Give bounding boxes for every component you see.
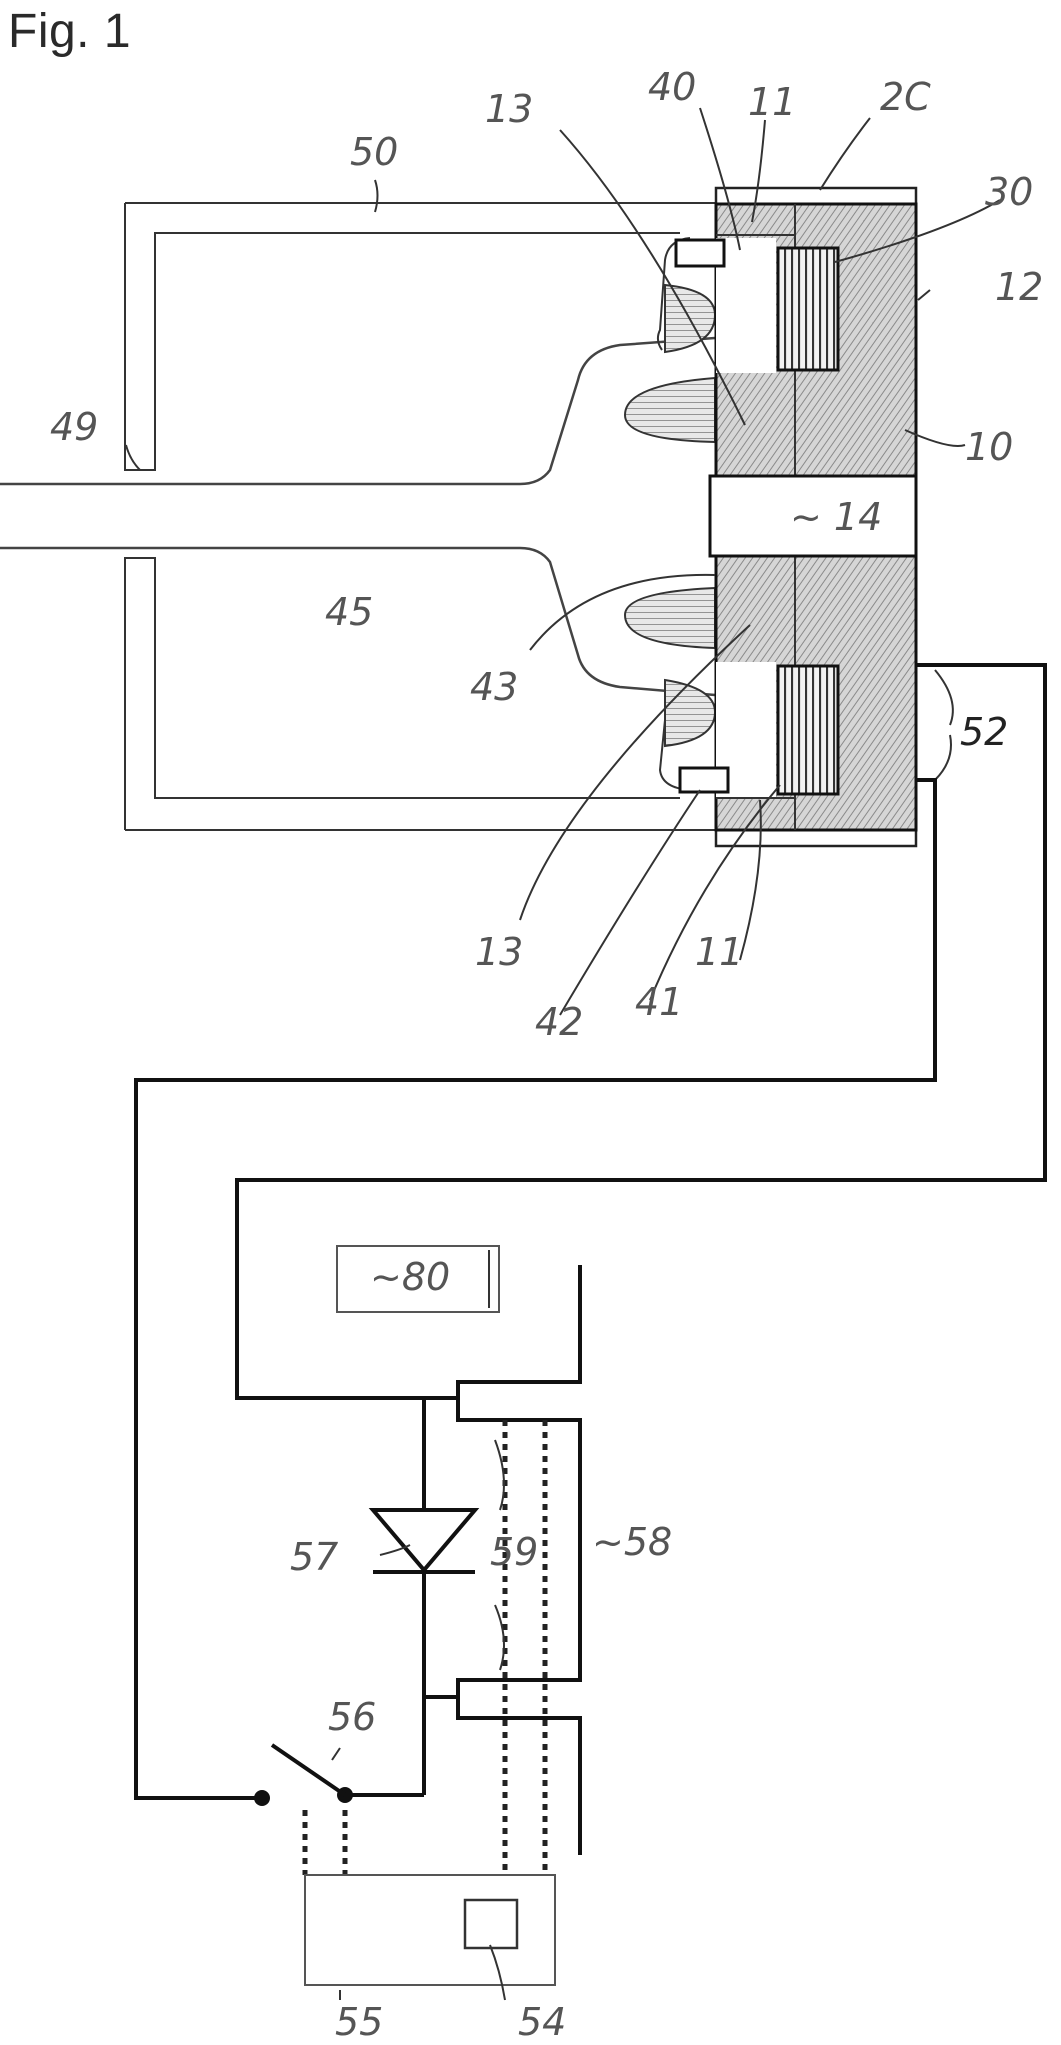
cap-plate-top — [714, 186, 918, 206]
label-50: 50 — [350, 130, 398, 174]
label-40: 40 — [648, 65, 696, 109]
label-57: 57 — [290, 1535, 338, 1579]
label-56: 56 — [328, 1695, 376, 1739]
label-11-bottom: 11 — [695, 930, 743, 974]
label-58: ~58 — [592, 1520, 672, 1564]
housing-frame-lower — [124, 557, 715, 831]
label-14: ~ 14 — [790, 495, 882, 539]
switch-contact-left — [254, 1790, 270, 1806]
housing-frame-outer — [124, 202, 715, 471]
fin-lobe-4 — [664, 678, 717, 748]
label-41: 41 — [635, 980, 683, 1024]
box-80 — [336, 1245, 500, 1313]
label-49: 49 — [50, 405, 98, 449]
figure-title: Fig. 1 — [8, 5, 132, 58]
label-45: 45 — [325, 590, 373, 634]
label-13-top: 13 — [485, 87, 533, 131]
shaft-lower-edge — [0, 546, 716, 697]
coil-lower — [776, 664, 840, 796]
coil-upper — [776, 246, 840, 372]
label-55: 55 — [335, 2000, 383, 2040]
connector-58 — [456, 1265, 582, 1855]
label-43: 43 — [470, 665, 518, 709]
label-12: 12 — [995, 265, 1043, 309]
bore — [708, 474, 918, 558]
label-59: 59 — [490, 1530, 538, 1574]
label-30: 30 — [985, 170, 1033, 214]
shaft-upper-edge — [0, 336, 716, 486]
label-54: 54 — [518, 2000, 566, 2040]
label-13-bottom: 13 — [475, 930, 523, 974]
label-42: 42 — [535, 1000, 583, 1044]
switch-blade — [270, 1743, 347, 1797]
fin-lobe-3 — [623, 586, 716, 650]
label-80: ~80 — [370, 1255, 450, 1299]
label-10: 10 — [965, 425, 1013, 469]
label-11-top: 11 — [748, 80, 796, 124]
gap-upper — [716, 238, 776, 373]
fin-lobe-2 — [623, 376, 716, 444]
label-52: 52 — [960, 710, 1008, 754]
pocket-upper — [674, 238, 726, 268]
cap-plate-bottom — [714, 828, 918, 848]
pocket-lower — [678, 766, 730, 794]
wire-loop-left — [134, 778, 937, 1800]
label-2c: 2C — [880, 75, 931, 119]
box-54 — [463, 1898, 519, 1950]
wire-loop-right — [235, 663, 1047, 1400]
diode-57 — [368, 1508, 480, 1574]
